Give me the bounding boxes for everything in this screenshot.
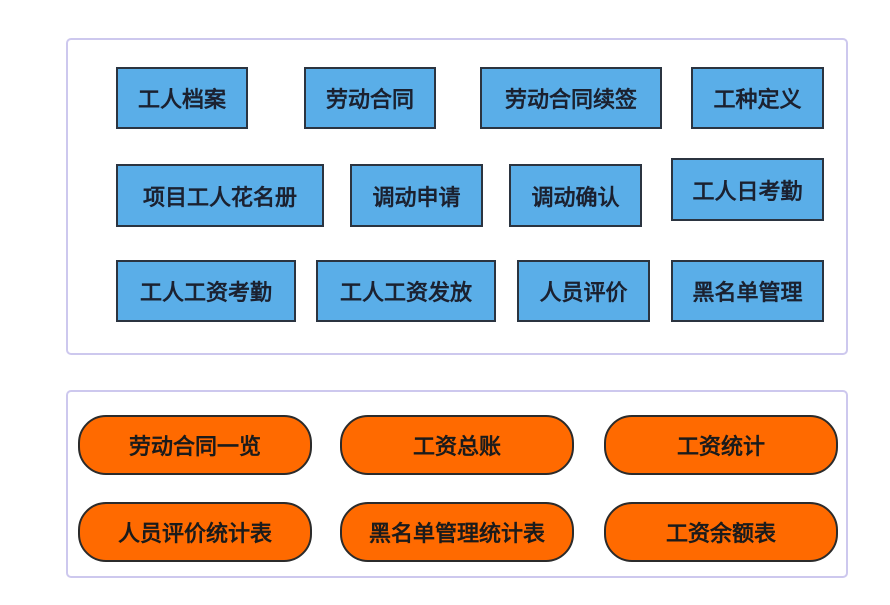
module-job-type-definition[interactable]: 工种定义 [691, 67, 824, 129]
module-labor-contract[interactable]: 劳动合同 [304, 67, 436, 129]
module-daily-attendance[interactable]: 工人日考勤 [671, 158, 824, 221]
module-transfer-request[interactable]: 调动申请 [350, 164, 483, 227]
module-wage-attendance[interactable]: 工人工资考勤 [116, 260, 296, 322]
report-blacklist-statistics[interactable]: 黑名单管理统计表 [340, 502, 574, 562]
report-wage-balance[interactable]: 工资余额表 [604, 502, 838, 562]
report-contract-overview[interactable]: 劳动合同一览 [78, 415, 312, 475]
module-contract-renewal[interactable]: 劳动合同续签 [480, 67, 662, 129]
module-worker-profile[interactable]: 工人档案 [116, 67, 248, 129]
report-wage-statistics[interactable]: 工资统计 [604, 415, 838, 475]
module-transfer-confirm[interactable]: 调动确认 [509, 164, 642, 227]
module-project-worker-roster[interactable]: 项目工人花名册 [116, 164, 324, 227]
module-staff-evaluation[interactable]: 人员评价 [517, 260, 650, 322]
module-wage-payment[interactable]: 工人工资发放 [316, 260, 496, 322]
module-blacklist-management[interactable]: 黑名单管理 [671, 260, 824, 322]
report-wage-ledger[interactable]: 工资总账 [340, 415, 574, 475]
report-evaluation-statistics[interactable]: 人员评价统计表 [78, 502, 312, 562]
